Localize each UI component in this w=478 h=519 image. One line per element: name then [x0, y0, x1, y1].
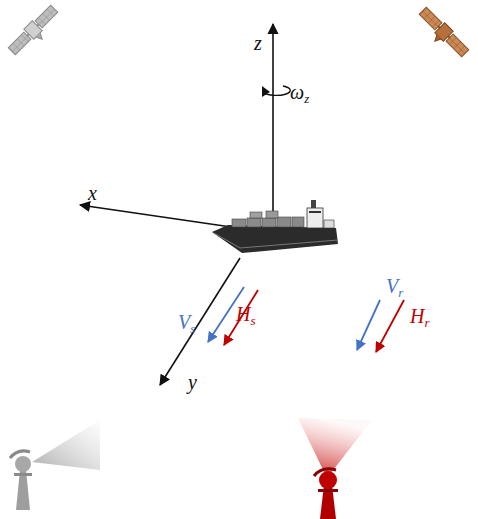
- radar-tower-grey: [10, 420, 100, 510]
- signal-label: Vs: [178, 312, 195, 335]
- y-axis: [160, 258, 240, 385]
- axis-label: z: [254, 33, 262, 53]
- signal-label: Hr: [410, 306, 430, 329]
- radar-tower-red: [298, 418, 372, 519]
- satellite-brown: [414, 6, 471, 63]
- hr-arrow: [376, 300, 404, 352]
- x-axis: [80, 205, 238, 228]
- z-axis: [272, 24, 274, 222]
- signal-label: Hs: [236, 304, 256, 327]
- satellite-grey: [7, 4, 64, 61]
- ship: [212, 200, 338, 253]
- axis-label: y: [188, 372, 197, 392]
- vr-arrow: [357, 300, 380, 350]
- axis-label: x: [88, 183, 97, 203]
- hs-arrow: [224, 290, 258, 345]
- rotation-arrowhead: [262, 86, 270, 97]
- rotation-label: ωz: [290, 82, 309, 105]
- signal-label: Vr: [386, 276, 403, 299]
